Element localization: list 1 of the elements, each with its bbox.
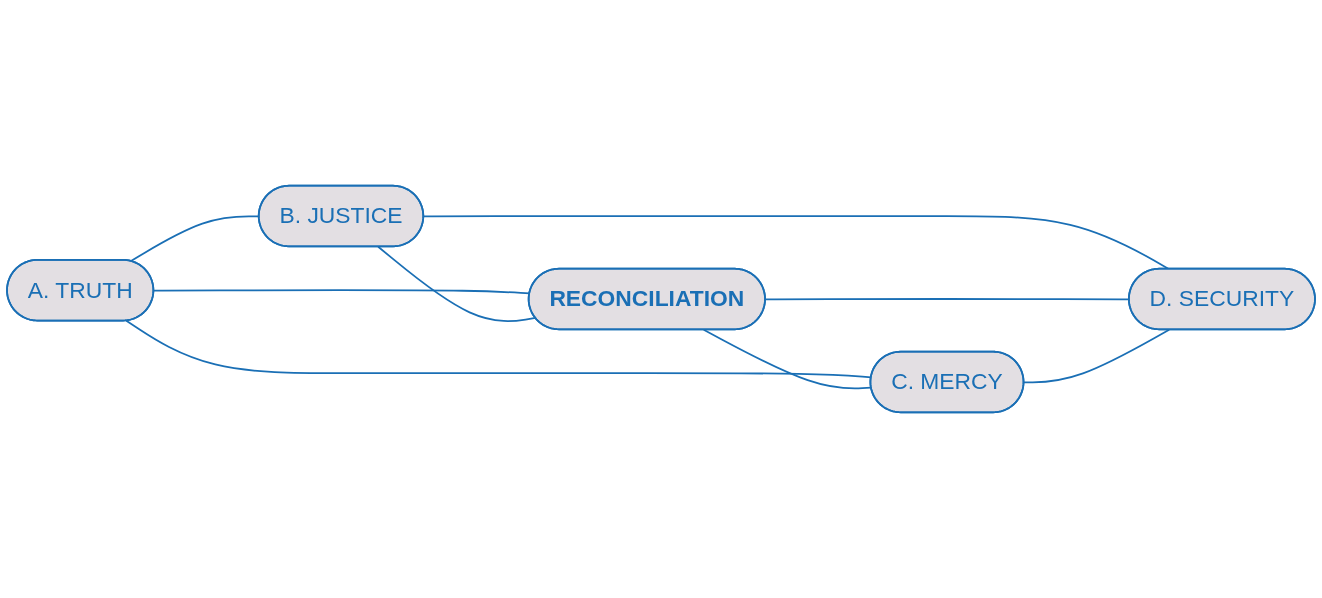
connector	[1023, 328, 1171, 384]
